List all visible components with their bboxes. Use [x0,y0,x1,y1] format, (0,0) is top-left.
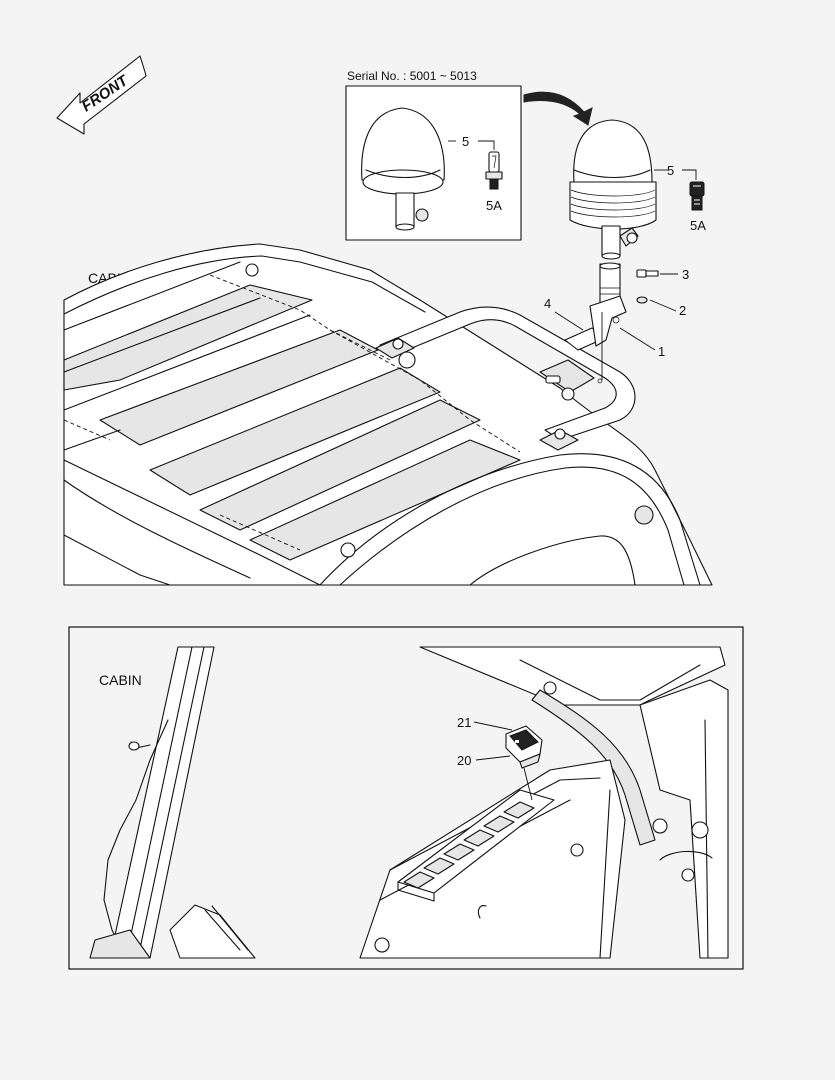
callout-4: 4 [544,296,551,311]
cabin-bolt-icon [634,505,654,525]
curved-arrow-icon [523,91,593,126]
pillar-bolt-icon [691,821,709,839]
pillar-bolt-icon [681,868,695,882]
rail-bolt-icon [539,428,579,451]
beacon-lamp-old-icon [361,107,445,231]
roof-bolt-icon [245,263,259,277]
bracket-icon [564,295,627,351]
front-arrow-icon: FRONT [56,55,147,135]
callout-20: 20 [457,753,471,768]
bulb-icon [689,181,705,211]
callout-1: 1 [658,344,665,359]
beacon-lamp-icon [569,119,657,260]
callout-5a-inset: 5A [486,198,502,213]
switch-panel [397,789,555,902]
pillar-bolt-icon [652,818,668,834]
bulb-icon [485,151,503,190]
callout-5-inset: 5 [462,134,469,149]
cabin-roof-drawing: CABIN [63,243,713,586]
rocker-switch-icon [505,725,543,769]
serial-inset: Serial No. : 5001 ~ 5013 5 5A [345,69,522,241]
bracket-bolt-icon [539,359,595,401]
washer-icon [636,296,648,304]
frame-bolt-icon [543,681,557,695]
roof-bolt-icon [340,542,356,558]
callout-5a: 5A [690,218,706,233]
callout-21: 21 [457,715,471,730]
cabin-interior-view: CABIN [68,626,744,970]
bottom-cabin-label: CABIN [99,672,142,688]
rail-bolt-icon [375,337,415,359]
serial-number-text: Serial No. : 5001 ~ 5013 [347,69,477,83]
callout-2: 2 [679,303,686,318]
bolt-icon [636,269,659,278]
callout-5: 5 [667,163,674,178]
callout-3: 3 [682,267,689,282]
